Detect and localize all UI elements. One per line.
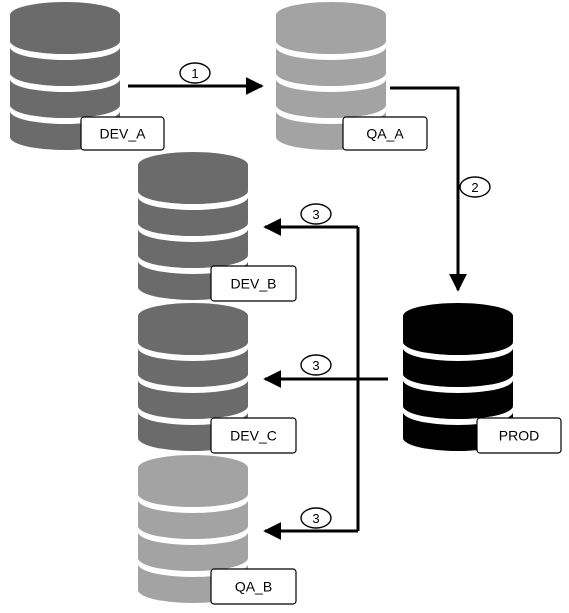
step-badge-1: 1	[179, 62, 211, 84]
database-dev-a[interactable]: DEV_A	[10, 2, 165, 151]
database-dev-b[interactable]: DEV_B	[138, 152, 297, 302]
database-icon-dev-c	[138, 303, 248, 451]
step-badge-3: 3	[300, 203, 332, 225]
step-number: 3	[312, 511, 319, 526]
database-label-text: DEV_B	[231, 276, 277, 292]
arrow-qa-a-to-prod	[390, 86, 467, 292]
database-label-qa-b: QA_B	[210, 568, 297, 605]
database-label-prod: PROD	[476, 417, 562, 454]
database-label-dev-a: DEV_A	[80, 116, 165, 151]
database-qa-a[interactable]: QA_A	[276, 2, 428, 151]
step-number: 3	[312, 207, 319, 222]
step-badge-5: 3	[300, 507, 332, 529]
database-icon-dev-a	[10, 2, 120, 150]
step-badge-4: 3	[300, 354, 332, 376]
database-label-text: PROD	[499, 428, 539, 444]
step-number: 2	[471, 180, 478, 195]
database-label-text: DEV_C	[230, 428, 277, 444]
database-prod[interactable]: PROD	[403, 303, 562, 454]
step-number: 1	[191, 66, 198, 81]
database-label-text: QA_A	[366, 126, 404, 142]
database-qa-b[interactable]: QA_B	[138, 455, 297, 605]
database-label-qa-a: QA_A	[342, 116, 428, 151]
database-label-dev-b: DEV_B	[210, 265, 297, 302]
step-number: 3	[312, 358, 319, 373]
database-label-dev-c: DEV_C	[210, 417, 297, 454]
database-label-text: DEV_A	[100, 126, 147, 142]
database-dev-c[interactable]: DEV_C	[138, 303, 297, 454]
database-label-text: QA_B	[235, 579, 272, 595]
step-badge-2: 2	[459, 176, 491, 198]
connectors	[128, 77, 467, 540]
